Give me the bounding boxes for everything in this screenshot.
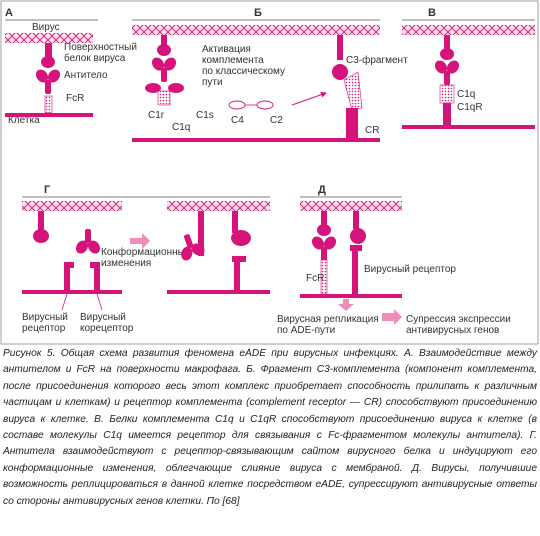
virus-protein-head-b	[332, 64, 348, 80]
panel-d: Д FcR Вирусный рецептор Вирусная реплика…	[277, 184, 511, 336]
label-suppression-2: антивирусных генов	[406, 325, 499, 336]
surface-protein-head-a	[41, 56, 55, 68]
panel-a: А Вирус Поверхностный белок вируса Антит…	[5, 7, 137, 126]
virus-protein-stalk-g2	[232, 211, 238, 233]
virus-membrane-v	[402, 25, 535, 35]
virus-membrane-b	[132, 25, 380, 35]
panel-g-letter: Г	[44, 184, 51, 196]
label-antibody: Антитело	[64, 70, 108, 81]
label-replication-2: по ADE-пути	[277, 325, 335, 336]
label-cr: CR	[365, 125, 379, 136]
c1q-shape	[157, 90, 171, 106]
label-viral-receptor-2: рецептор	[22, 323, 66, 334]
ade-scheme-figure: А Вирус Поверхностный белок вируса Антит…	[0, 0, 539, 345]
panel-a-letter: А	[5, 7, 13, 19]
viral-receptor-g2	[232, 256, 246, 290]
panel-d-letter: Д	[318, 184, 326, 196]
label-activation-1: Активация	[202, 44, 251, 55]
right-arrow-d	[382, 309, 402, 325]
label-fcr-a: FcR	[66, 93, 84, 104]
label-c2: C2	[270, 115, 283, 126]
antibody-d	[309, 234, 339, 261]
label-virus: Вирус	[32, 22, 60, 33]
cell-membrane-b	[132, 138, 380, 142]
antibody-a	[33, 67, 63, 94]
cr-receptor	[346, 108, 358, 138]
c1s-shape	[168, 83, 184, 93]
label-c3: С3-фрагмент	[346, 54, 408, 66]
label-viral-coreceptor-1: Вирусный	[80, 312, 126, 323]
virus-protein-head-d2	[350, 228, 366, 244]
label-c1qr: C1qR	[457, 102, 483, 113]
viral-coreceptor-g1	[90, 262, 100, 290]
virus-protein-head-g2	[231, 230, 251, 246]
panel-b: Б C1r C1s C1q Активация комплемента по к…	[132, 7, 408, 142]
label-viral-receptor-1: Вирусный	[22, 312, 68, 323]
label-viral-receptor-d: Вирусный рецептор	[364, 264, 456, 275]
cell-membrane-v	[402, 125, 535, 129]
virus-protein-stalk-d2	[353, 211, 359, 229]
surface-protein-head-b	[157, 44, 171, 56]
label-c1q-b: C1q	[172, 122, 190, 133]
cell-membrane-a	[5, 113, 93, 117]
cell-membrane-d	[300, 294, 402, 298]
c1r-shape	[145, 83, 161, 93]
label-suppression-1: Супрессия экспрессии	[406, 314, 511, 325]
virus-protein-head-d1	[317, 224, 331, 236]
virus-protein-g2	[198, 211, 204, 256]
label-activation-2: комплемента	[202, 55, 264, 66]
antibody-v	[432, 58, 462, 85]
label-c1r: C1r	[148, 110, 165, 121]
virus-membrane-a	[5, 33, 93, 43]
viral-receptor-g1	[64, 262, 74, 290]
c4-shape	[228, 100, 246, 110]
pointer-receptor	[61, 293, 68, 311]
label-activation-3: по классическому	[202, 66, 285, 77]
virus-membrane-d	[300, 201, 402, 211]
figure-frame	[0, 0, 539, 345]
c1qr-receptor	[443, 103, 451, 125]
fcr-receptor-a	[44, 95, 53, 114]
virus-protein-g1	[38, 211, 44, 231]
c1q-shape-v	[439, 84, 455, 104]
label-activation-4: пути	[202, 77, 223, 88]
viral-receptor-d	[350, 245, 362, 294]
antibody-b	[149, 55, 179, 82]
panel-g: Г Конформационные изменения Вирусный рец…	[22, 184, 270, 334]
surface-protein-stalk-b	[161, 35, 167, 45]
label-surface-protein-2: белок вируса	[64, 52, 126, 64]
surface-protein-stalk-a	[45, 43, 52, 57]
label-replication-1: Вирусная репликация	[277, 314, 379, 325]
cell-membrane-g1	[22, 290, 122, 294]
label-c4: C4	[231, 115, 244, 126]
pointer-coreceptor	[96, 293, 103, 311]
transition-arrow-g	[130, 233, 150, 249]
virus-protein-stalk-b	[337, 35, 343, 60]
panel-b-letter: Б	[254, 7, 262, 19]
virus-protein-head-v	[440, 48, 454, 60]
label-conformational-2: изменения	[101, 258, 151, 269]
panel-v-letter: В	[428, 7, 436, 19]
label-cell: Клетка	[8, 115, 40, 126]
virus-protein-head-g1	[33, 229, 49, 243]
label-conformational-1: Конформационные	[101, 246, 191, 258]
virus-protein-stalk-v	[444, 35, 450, 49]
c3-fragment-shape	[343, 71, 363, 111]
label-c1s: C1s	[196, 110, 214, 121]
cascade-arrow	[291, 91, 327, 106]
figure-caption: Рисунок 5. Общая схема развития феномена…	[3, 348, 537, 507]
cell-membrane-g2	[167, 290, 270, 294]
label-fcr-d: FcR	[306, 273, 324, 284]
antibody-g1	[73, 229, 103, 256]
down-arrow-d	[338, 299, 354, 311]
panel-v: В C1q C1qR	[402, 7, 535, 129]
label-surface-protein-1: Поверхностный	[64, 42, 137, 53]
virus-membrane-g1	[22, 201, 122, 211]
label-viral-coreceptor-2: корецептор	[80, 323, 134, 334]
virus-protein-stalk-d1	[321, 211, 327, 225]
label-c1q-v: C1q	[457, 89, 475, 100]
virus-membrane-g2	[167, 201, 270, 211]
c2-shape	[256, 100, 274, 110]
